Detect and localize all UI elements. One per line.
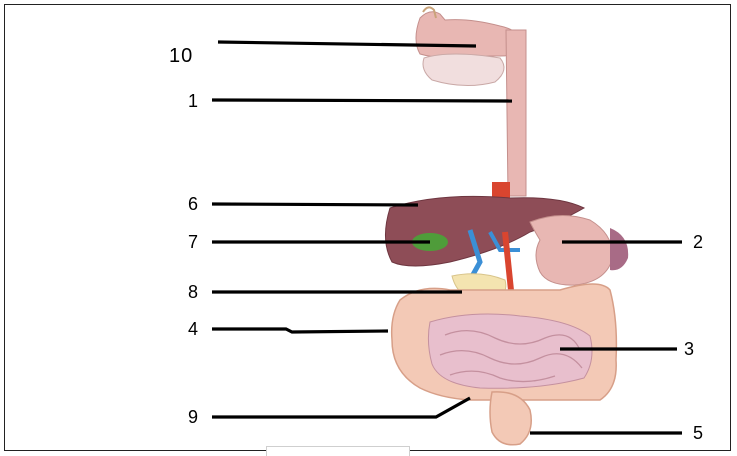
esophagus <box>506 30 526 196</box>
label-6: 6 <box>188 195 199 213</box>
label-4: 4 <box>188 320 199 338</box>
leader-line-1 <box>212 100 512 101</box>
esophageal-sphincter <box>492 182 510 198</box>
label-7: 7 <box>188 233 199 251</box>
label-5: 5 <box>693 424 704 442</box>
stomach <box>530 215 612 285</box>
spleen <box>610 228 628 270</box>
label-8: 8 <box>188 283 199 301</box>
label-2: 2 <box>693 233 704 251</box>
leader-line-4 <box>212 329 388 332</box>
leader-line-6 <box>212 204 418 205</box>
label-10: 10 <box>169 46 193 66</box>
leader-line-9 <box>212 398 470 417</box>
label-1: 1 <box>188 92 199 110</box>
label-3: 3 <box>684 340 695 358</box>
label-9: 9 <box>188 408 199 426</box>
